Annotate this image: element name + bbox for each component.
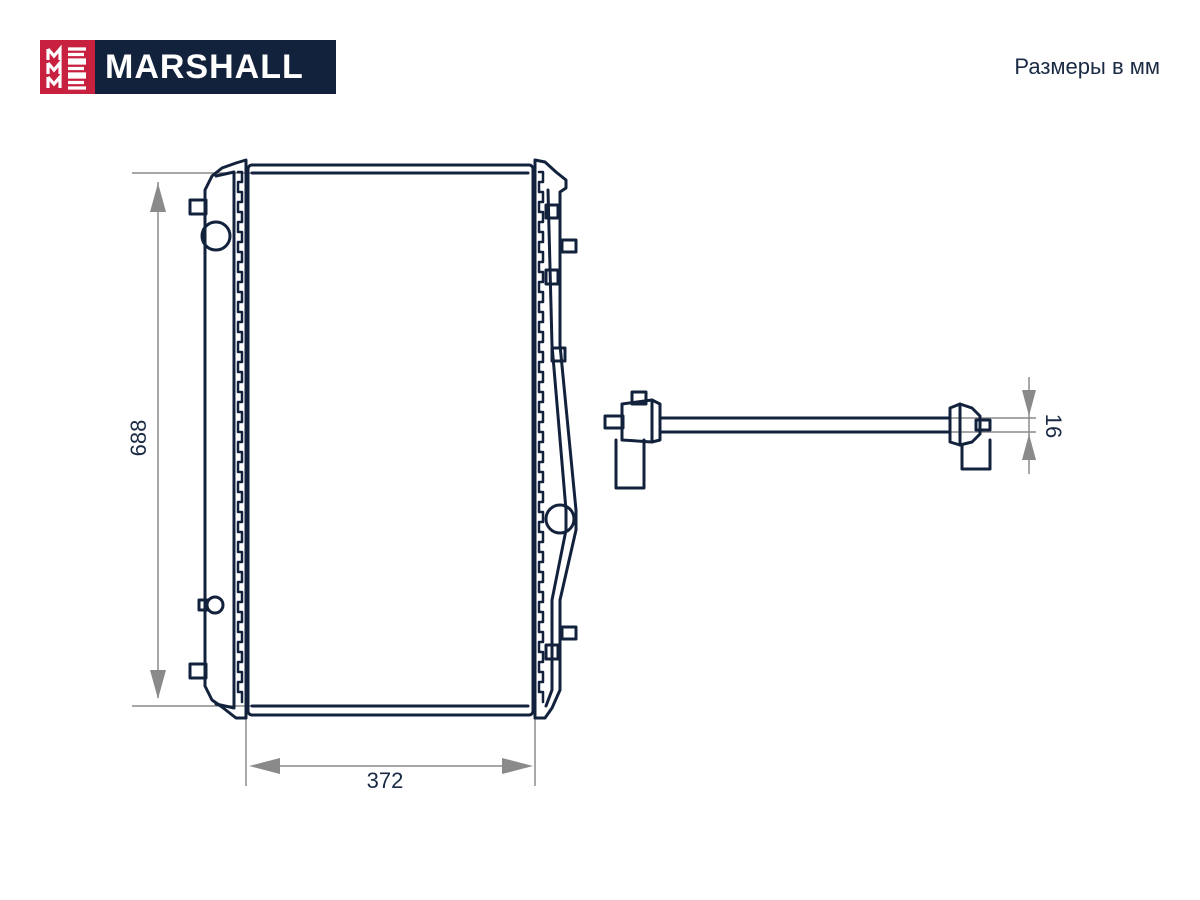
radiator-top-view xyxy=(603,390,992,490)
right-tank xyxy=(533,158,578,720)
right-bracket-4 xyxy=(544,643,560,661)
arrow-up-small xyxy=(1022,434,1036,460)
right-lower-outlet xyxy=(544,503,576,535)
right-tab-1 xyxy=(560,238,578,254)
right-bracket-2 xyxy=(544,268,560,286)
right-bracket-3 xyxy=(550,346,567,363)
left-crimp xyxy=(236,170,244,704)
arrow-left xyxy=(249,758,280,774)
right-crimp xyxy=(537,170,545,704)
brand-logo: MARSHALL xyxy=(40,40,336,94)
dimension-arrows xyxy=(150,183,1036,774)
left-drain-plug xyxy=(205,595,225,615)
dimension-lines xyxy=(132,172,1036,786)
units-label: Размеры в мм xyxy=(1014,54,1160,79)
logo-mark-icon xyxy=(40,40,95,94)
right-bracket-1 xyxy=(544,203,560,220)
left-upper-inlet xyxy=(200,220,232,252)
top-right-header xyxy=(948,402,982,447)
arrow-right xyxy=(502,758,533,774)
top-left-pipe xyxy=(614,438,646,490)
left-tank xyxy=(203,158,248,720)
brand-wordmark: MARSHALL xyxy=(95,40,336,94)
thickness-label: 16 xyxy=(1041,414,1066,438)
top-right-pipe xyxy=(960,438,992,471)
arrow-down xyxy=(150,670,166,699)
left-bracket-bottom xyxy=(188,662,208,680)
left-bracket-top xyxy=(188,198,208,216)
top-left-header xyxy=(620,398,662,444)
arrow-down-small xyxy=(1022,390,1036,416)
width-label: 372 xyxy=(367,768,404,793)
right-tab-2 xyxy=(560,625,578,641)
arrow-up xyxy=(150,183,166,212)
height-label: 688 xyxy=(126,420,151,457)
radiator-core xyxy=(246,163,535,717)
radiator-front-view xyxy=(188,158,578,720)
